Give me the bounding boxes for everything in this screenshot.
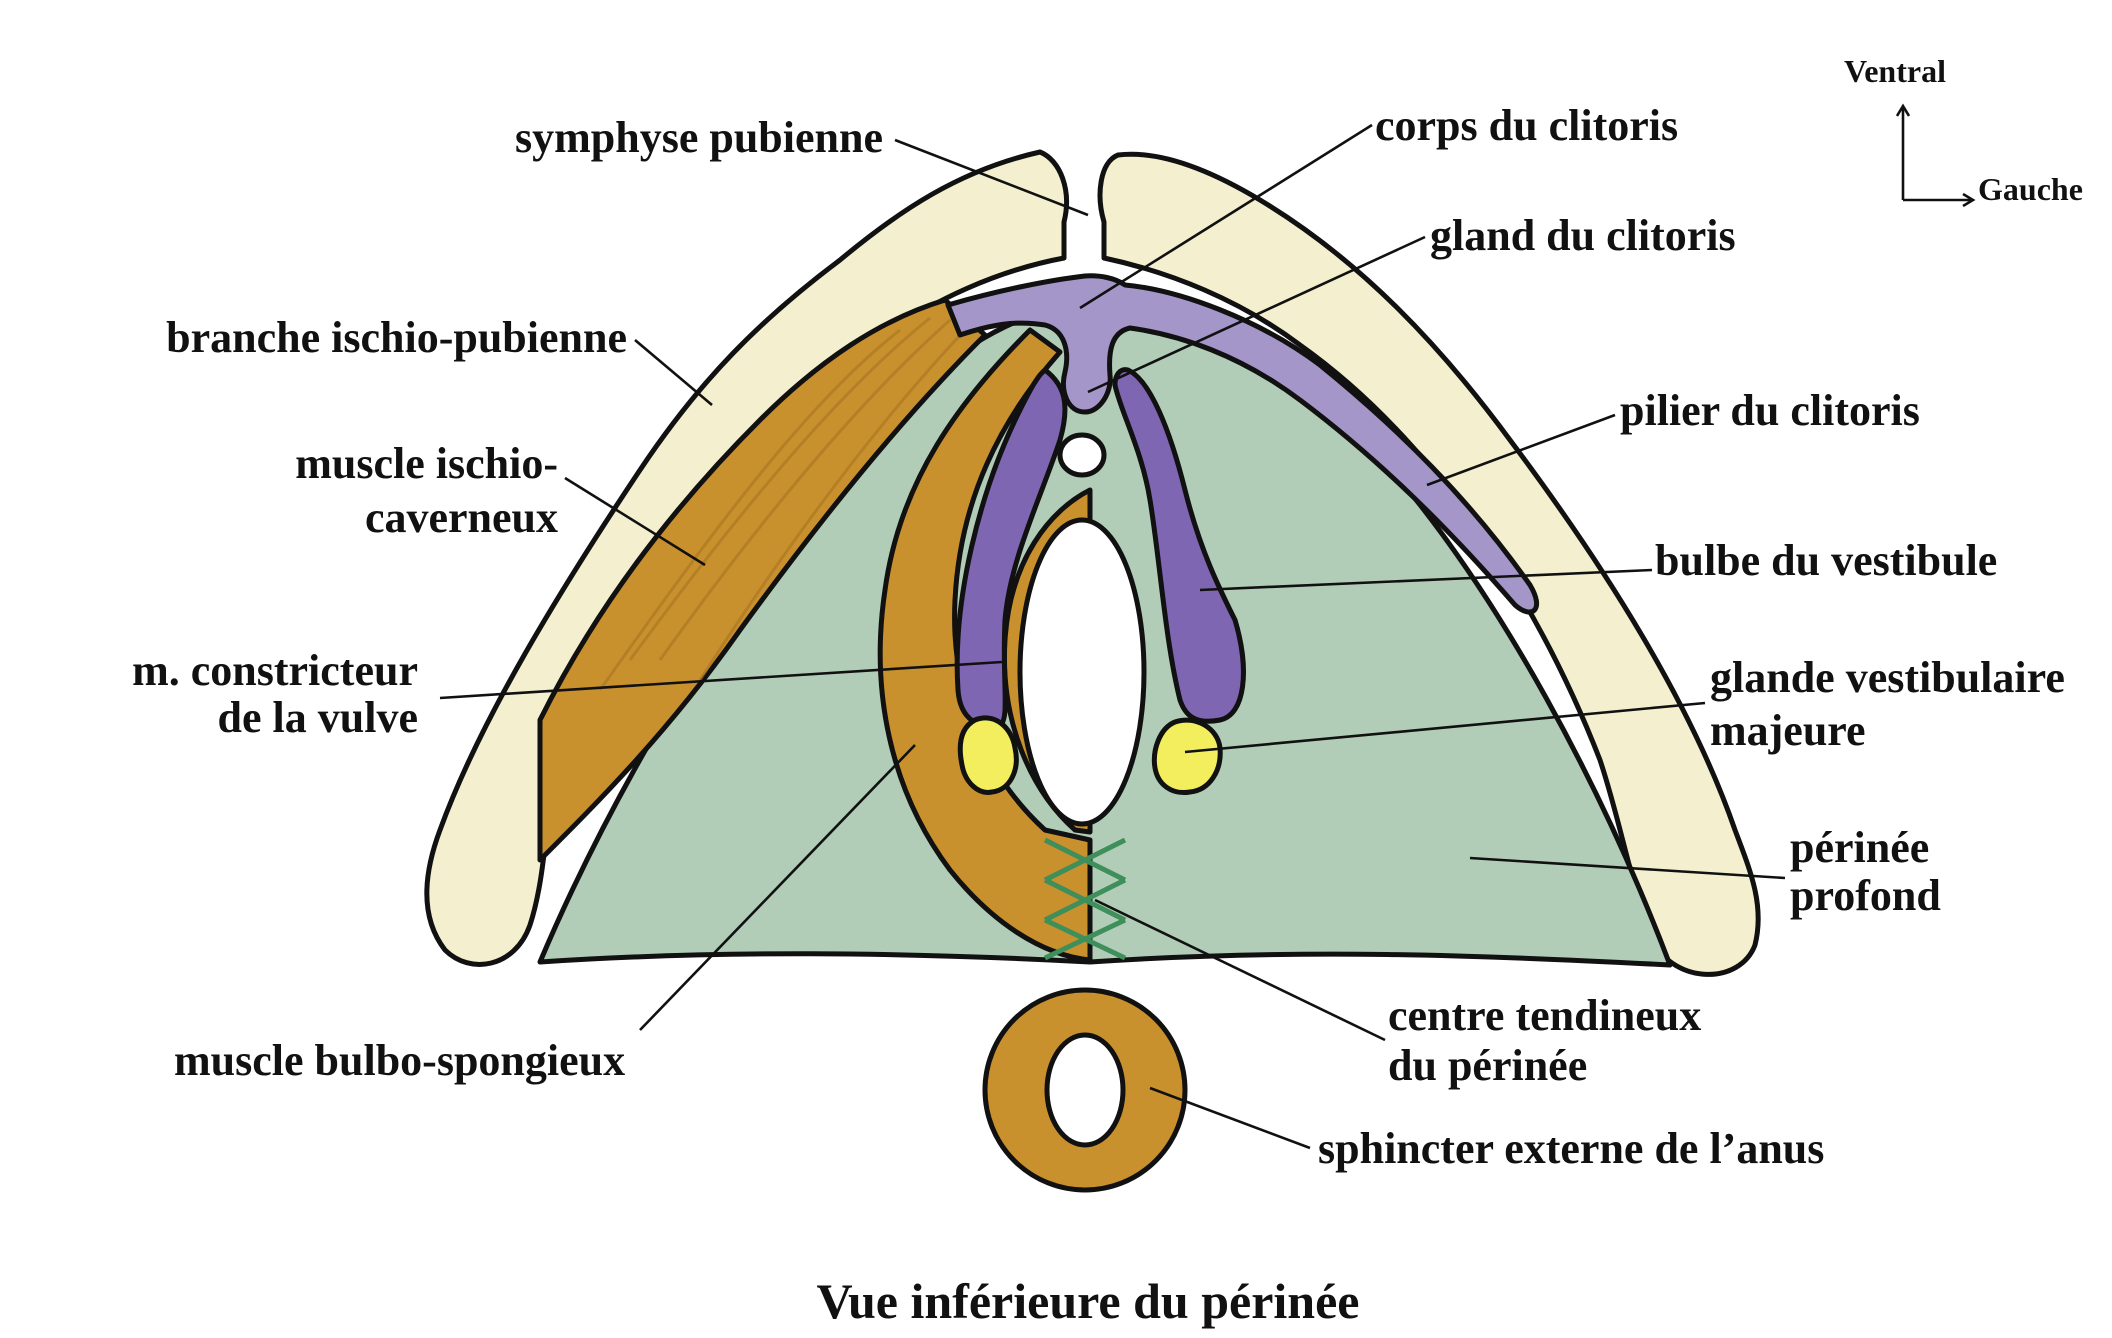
label-constricteur-2: de la vulve [218, 693, 418, 742]
leader-ischio-cav [564, 476, 706, 567]
labels: symphyse pubienne branche ischio-pubienn… [132, 101, 2065, 1173]
label-corps-du-clitoris: corps du clitoris [1375, 101, 1678, 150]
label-muscle-ischio-caverneux-1: muscle ischio- [295, 439, 558, 488]
leader-glande [1184, 701, 1706, 754]
anus [1044, 1032, 1126, 1148]
label-glande-vestibulaire-2: majeure [1710, 706, 1866, 755]
leader-pilier [1426, 413, 1616, 487]
right-ischio-pubic-ramus [1097, 151, 1761, 977]
leader-sphincter [1149, 1086, 1311, 1150]
leader-gland [1087, 235, 1426, 394]
leader-bulbo [639, 744, 916, 1031]
leader-corps [1079, 123, 1373, 310]
bulbospongiosus-muscle [877, 327, 1093, 963]
label-perinee-profond-1: périnée [1790, 823, 1929, 872]
label-centre-tendineux-2: du périnée [1388, 1041, 1587, 1090]
ischiocavernosus-fibers [598, 316, 967, 691]
leader-constricteur [439, 660, 1003, 700]
label-sphincter-externe: sphincter externe de l’anus [1318, 1124, 1824, 1173]
label-muscle-bulbo-spongieux: muscle bulbo-spongieux [174, 1036, 625, 1085]
perineal-body [1043, 837, 1127, 961]
label-symphyse-pubienne: symphyse pubienne [515, 113, 883, 162]
label-branche-ischio-pubienne: branche ischio-pubienne [166, 313, 627, 362]
leader-symphyse [894, 138, 1089, 217]
label-glande-vestibulaire-1: glande vestibulaire [1710, 653, 2065, 702]
right-vestibular-gland [1151, 717, 1223, 796]
left-vestibular-gland [957, 715, 1019, 795]
leader-bulbe [1199, 568, 1653, 592]
label-muscle-ischio-caverneux-2: caverneux [365, 493, 558, 542]
vaginal-opening [1017, 517, 1147, 827]
orientation-indicator: Ventral Gauche [1844, 53, 2083, 207]
label-constricteur-1: m. constricteur [132, 646, 418, 695]
label-perinee-profond-2: profond [1790, 871, 1941, 920]
label-gland-du-clitoris: gland du clitoris [1430, 211, 1736, 260]
label-centre-tendineux-1: centre tendineux [1388, 991, 1701, 1040]
orientation-ventral: Ventral [1844, 53, 1946, 89]
diagram-title: Vue inférieure du périnée [816, 1273, 1359, 1329]
leader-centre [1094, 898, 1386, 1042]
urethral-meatus [1057, 432, 1107, 478]
label-bulbe-du-vestibule: bulbe du vestibule [1655, 536, 1997, 585]
ischiocavernosus-muscle [537, 297, 988, 863]
leader-lines [439, 123, 1786, 1150]
orientation-gauche: Gauche [1978, 171, 2083, 207]
leader-perinee [1469, 856, 1786, 880]
label-pilier-du-clitoris: pilier du clitoris [1620, 386, 1920, 435]
leader-branche [634, 339, 713, 406]
